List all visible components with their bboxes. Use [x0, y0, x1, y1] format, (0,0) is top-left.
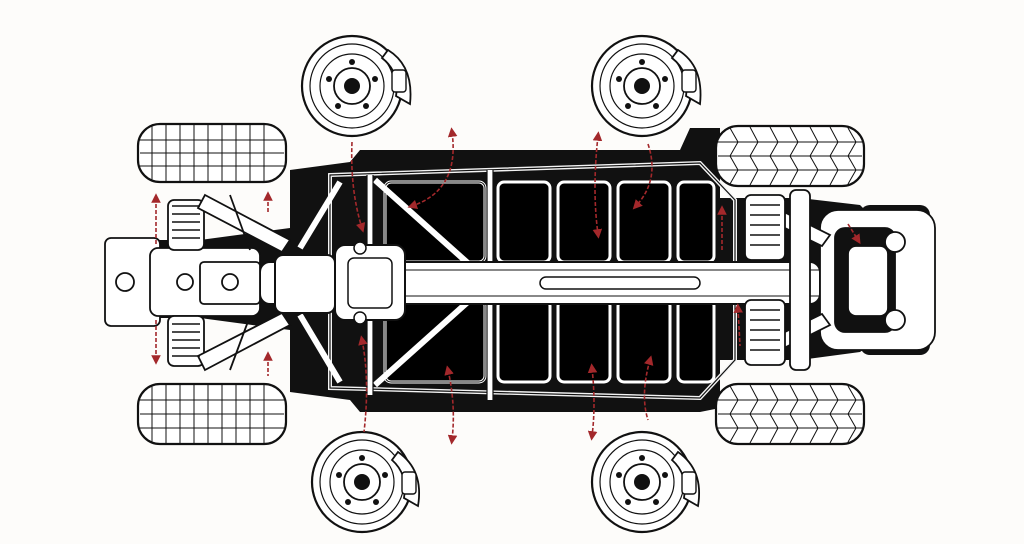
front-left-wheel [714, 124, 866, 188]
brake-rotor-top-left [300, 34, 412, 138]
force-arrow [444, 365, 458, 445]
rear-suspension [104, 193, 292, 372]
force-arrows [151, 127, 861, 445]
brake-rotor-bottom-left [310, 430, 420, 534]
rear-right-wheel [136, 382, 288, 446]
force-arrow [632, 143, 653, 210]
drive-shaft [259, 241, 821, 325]
force-arrow [350, 141, 366, 233]
force-arrow [847, 223, 861, 245]
front-right-wheel [714, 382, 866, 446]
force-arrow [587, 363, 598, 441]
rear-left-wheel [136, 122, 288, 184]
ladder-frame [328, 160, 737, 401]
force-arrow [733, 303, 744, 347]
force-arrow [643, 355, 654, 421]
brake-rotor-bottom-right [590, 430, 700, 534]
front-suspension [744, 189, 936, 371]
brake-rotor-top-right [590, 34, 702, 138]
force-arrow [592, 131, 603, 239]
force-arrow [358, 335, 368, 433]
force-arrow [407, 127, 458, 210]
